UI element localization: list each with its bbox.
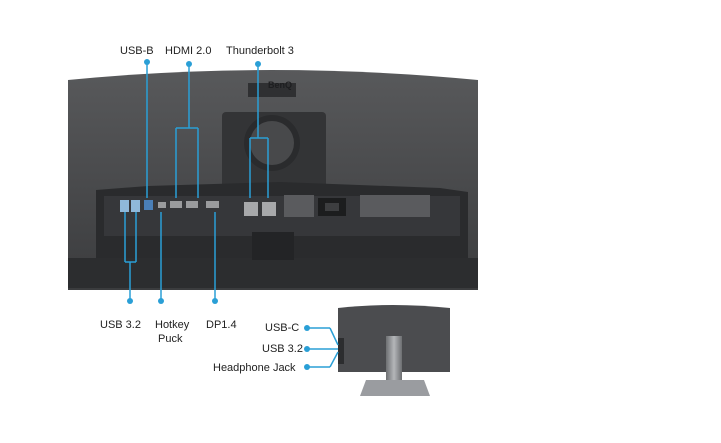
hotkey-port xyxy=(158,202,166,208)
label-usb-c: USB-C xyxy=(265,322,300,334)
usb32-port xyxy=(120,200,129,212)
vent-grille xyxy=(68,258,478,288)
monitor-back-large: BenQ xyxy=(68,70,478,290)
vesa-slot xyxy=(248,83,296,97)
label-thunderbolt: Thunderbolt 3 xyxy=(226,45,294,57)
dp-port xyxy=(206,201,219,208)
thunderbolt-port xyxy=(244,202,258,216)
usb32-port xyxy=(131,200,140,212)
monitor-side-small xyxy=(338,305,450,396)
label-dp: DP1.4 xyxy=(206,319,237,331)
callout-lines xyxy=(124,60,339,368)
cable-clip xyxy=(252,232,294,260)
port-row xyxy=(120,198,346,216)
label-headphone: Headphone Jack xyxy=(213,362,296,374)
label-usb32-bottom: USB 3.2 xyxy=(100,319,141,331)
label-hotkey-line2: Puck xyxy=(158,333,183,345)
thunderbolt-port xyxy=(262,202,276,216)
usb-b-port xyxy=(144,200,153,210)
hdmi-port xyxy=(186,201,198,208)
label-hdmi: HDMI 2.0 xyxy=(165,45,212,57)
label-usb-b: USB-B xyxy=(120,45,154,57)
hdmi-port xyxy=(170,201,182,208)
brand-logo: BenQ xyxy=(268,80,292,90)
stand-base xyxy=(360,380,430,396)
label-hotkey-line1: Hotkey xyxy=(155,319,190,331)
callout-dots xyxy=(127,59,310,370)
stand-neck xyxy=(386,336,402,381)
label-usb32-side: USB 3.2 xyxy=(262,343,303,355)
